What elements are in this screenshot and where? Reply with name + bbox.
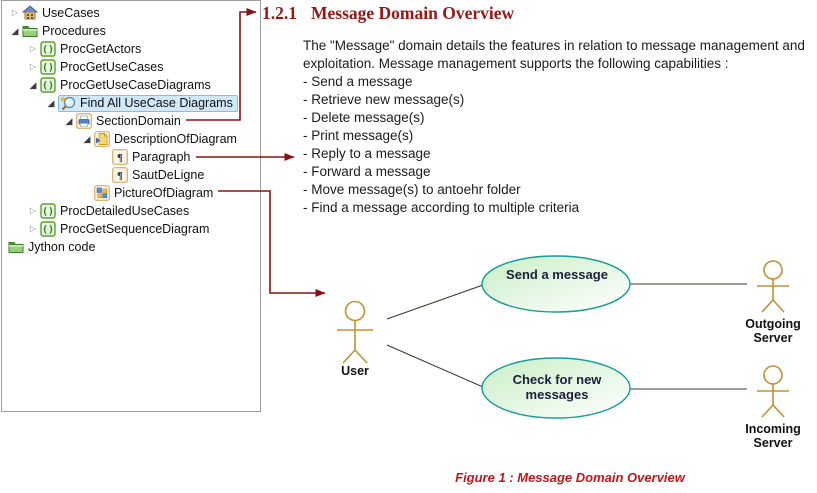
expander-collapsed-icon[interactable]: ▷ <box>29 44 37 53</box>
expander-expanded-icon[interactable]: ◢ <box>11 26 19 36</box>
proc-icon: () <box>40 203 56 219</box>
tree-item-label: ProcGetUseCases <box>60 60 164 74</box>
proc-icon: () <box>40 77 56 93</box>
tree-item-procdetailedusecases[interactable]: ▷ () ProcDetailedUseCases <box>2 202 260 220</box>
description-icon <box>94 131 110 147</box>
svg-text:(): () <box>42 207 54 218</box>
tree-item-label: PictureOfDiagram <box>114 186 214 200</box>
tree-item-find-all-usecase-diagrams[interactable]: ◢ Find All UseCase Diagrams <box>2 94 260 112</box>
bullet-find: - Find a message according to multiple c… <box>303 200 580 215</box>
picture-icon <box>94 185 110 201</box>
proc-icon: () <box>40 221 56 237</box>
model-tree-panel: ▷ UseCases ◢ Procedures ▷ () ProcGetActo… <box>1 0 261 412</box>
expander-expanded-icon[interactable]: ◢ <box>47 98 55 108</box>
tree-item-label: UseCases <box>42 6 100 20</box>
usecase-check-label-line2: messages <box>526 387 589 402</box>
actor-outgoing-label-line2: Server <box>754 331 793 345</box>
tree-item-label: SectionDomain <box>96 114 181 128</box>
tree-item-procgetactors[interactable]: ▷ () ProcGetActors <box>2 40 260 58</box>
tree-item-sautdeligne[interactable]: ▷ ¶ SautDeLigne <box>2 166 260 184</box>
svg-text:(): () <box>42 63 54 74</box>
usecase-send-ellipse[interactable] <box>481 255 631 313</box>
heading-number: 1.2.1 <box>262 3 297 23</box>
proc-icon: () <box>40 59 56 75</box>
svg-text:¶: ¶ <box>117 170 123 182</box>
tree-item-label: Procedures <box>42 24 106 38</box>
usecase-send-label: Send a message <box>506 267 608 282</box>
proc-icon: () <box>40 41 56 57</box>
tree-item-procgetusecasediagrams[interactable]: ◢ () ProcGetUseCaseDiagrams <box>2 76 260 94</box>
expander-collapsed-icon[interactable]: ▷ <box>29 224 37 233</box>
assoc-user-check <box>386 344 484 388</box>
bullet-forward: - Forward a message <box>303 164 431 179</box>
actor-incoming-label-line1: Incoming <box>745 422 801 436</box>
svg-text:(): () <box>42 225 54 236</box>
tree-item-usecases[interactable]: ▷ UseCases <box>2 4 260 22</box>
bullet-print: - Print message(s) <box>303 128 414 143</box>
document-body: The "Message" domain details the feature… <box>303 37 817 217</box>
tree-item-jython-code[interactable]: Jython code <box>2 238 260 256</box>
tree-item-sectiondomain[interactable]: ◢ SectionDomain <box>2 112 260 130</box>
tree-item-descriptionofdiagram[interactable]: ◢ DescriptionOfDiagram <box>2 130 260 148</box>
actor-incoming-server[interactable]: Incoming Server <box>745 365 801 450</box>
expander-expanded-icon[interactable]: ◢ <box>29 80 37 90</box>
tree-item-procgetsequencediagram[interactable]: ▷ () ProcGetSequenceDiagram <box>2 220 260 238</box>
bullet-retrieve: - Retrieve new message(s) <box>303 92 465 107</box>
folder-icon <box>22 23 38 39</box>
expander-expanded-icon[interactable]: ◢ <box>83 134 91 144</box>
intro-paragraph: The "Message" domain details the feature… <box>303 38 805 71</box>
bullet-move: - Move message(s) to antoehr folder <box>303 182 521 197</box>
pilcrow-icon: ¶ <box>112 167 128 183</box>
actor-incoming-label-line2: Server <box>754 436 793 450</box>
figure-caption: Figure 1 : Message Domain Overview <box>455 470 685 485</box>
tree-item-label: Jython code <box>28 240 96 254</box>
folder-icon <box>8 239 24 255</box>
expander-collapsed-icon[interactable]: ▷ <box>29 206 37 215</box>
assoc-user-send <box>386 284 484 320</box>
tree-item-label: SautDeLigne <box>132 168 205 182</box>
heading-title: Message Domain Overview <box>311 3 515 23</box>
tree-item-label: DescriptionOfDiagram <box>114 132 237 146</box>
expander-expanded-icon[interactable]: ◢ <box>65 116 73 126</box>
usecase-check-ellipse[interactable] <box>481 357 631 419</box>
svg-text:(): () <box>42 81 54 92</box>
tree-item-label: ProcDetailedUseCases <box>60 204 190 218</box>
tree-item-label: ProcGetSequenceDiagram <box>60 222 210 236</box>
tree-item-label: ProcGetActors <box>60 42 142 56</box>
tree-item-procedures[interactable]: ◢ Procedures <box>2 22 260 40</box>
tree-item-label: ProcGetUseCaseDiagrams <box>60 78 211 92</box>
expander-collapsed-icon[interactable]: ▷ <box>11 8 19 17</box>
svg-text:(): () <box>42 45 54 56</box>
tree-item-paragraph[interactable]: ▷ ¶ Paragraph <box>2 148 260 166</box>
actor-outgoing-server[interactable]: Outgoing Server <box>745 260 801 345</box>
expander-collapsed-icon[interactable]: ▷ <box>29 62 37 71</box>
actor-user[interactable]: User <box>337 300 373 379</box>
actor-outgoing-label-line1: Outgoing <box>745 317 801 331</box>
svg-text:¶: ¶ <box>117 152 123 164</box>
bullet-delete: - Delete message(s) <box>303 110 425 125</box>
usecase-check-label-line1: Check for new <box>513 372 603 387</box>
find-icon <box>60 95 76 111</box>
selected-row-highlight: Find All UseCase Diagrams <box>58 94 238 112</box>
actor-user-label: User <box>341 364 369 378</box>
tree-item-procgetusecases[interactable]: ▷ () ProcGetUseCases <box>2 58 260 76</box>
tree-item-label: Find All UseCase Diagrams <box>80 96 233 110</box>
bullet-reply: - Reply to a message <box>303 146 431 161</box>
section-icon <box>76 113 92 129</box>
tree-item-pictureofdiagram[interactable]: ▷ PictureOfDiagram <box>2 184 260 202</box>
bullet-send: - Send a message <box>303 74 413 89</box>
usecases-icon <box>22 5 38 21</box>
tree-item-label: Paragraph <box>132 150 191 164</box>
pilcrow-icon: ¶ <box>112 149 128 165</box>
document-heading: 1.2.1 Message Domain Overview <box>262 3 514 24</box>
